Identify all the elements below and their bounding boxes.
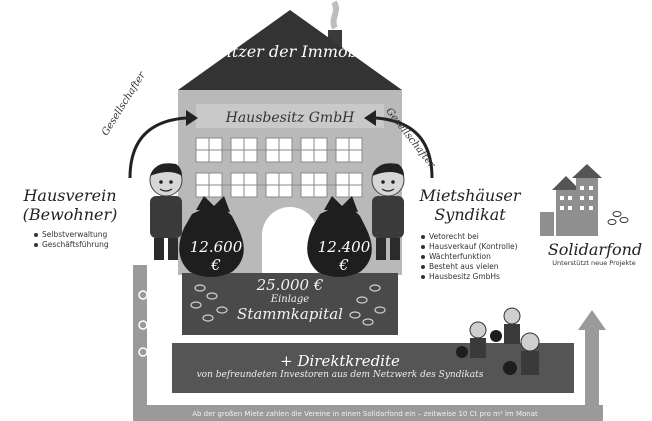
stammkapital-block: 25.000 € Einlage Stammkapital (190, 276, 390, 323)
house-roof (178, 10, 402, 90)
arrow-left-icon (128, 116, 187, 179)
list-item: Selbstverwaltung (33, 230, 109, 240)
syndikat-title: Mietshäuser Syndikat (419, 186, 521, 224)
solidarfond-title: Solidarfond (547, 240, 643, 259)
hausverein-bullets: Selbstverwaltung Geschäftsführung (33, 230, 109, 250)
direktkredite-title: + Direktkredite (280, 352, 400, 370)
list-item: Wächterfunktion (420, 252, 518, 262)
list-item: Hausverkauf (Kontrolle) (420, 242, 518, 252)
list-item: Besteht aus vielen (420, 262, 518, 272)
coin-pile-icon (190, 284, 386, 326)
direktkredite-subtitle: von befreundeten Investoren aus dem Netz… (196, 370, 484, 380)
person-right-icon (371, 163, 405, 260)
person-left-icon (149, 163, 183, 260)
stammkapital-box (182, 273, 398, 335)
hausverein-contribution-amount: 12.600 (189, 238, 243, 256)
stammkapital-amount: 25.000 € (256, 276, 324, 294)
money-bag-right-icon (307, 196, 372, 277)
syndikat-contribution-amount: 12.400 (317, 238, 371, 256)
hausverein-contribution-currency: € (211, 256, 221, 274)
list-item: Vetorecht bei (420, 232, 518, 242)
money-bag-left-icon (179, 196, 244, 277)
list-item: Geschäftsführung (33, 240, 109, 250)
stammkapital-label-small: Einlage (270, 294, 310, 305)
solidarfond-houses-icon (540, 164, 629, 236)
solidarfond-subtitle: Unterstützt neue Projekte (552, 259, 636, 267)
house-door (262, 207, 318, 275)
arrow-right-icon (375, 116, 434, 179)
direktkredite-block: + Direktkredite von befreundeten Investo… (160, 352, 520, 380)
hausverein-title: Hausverein (Bewohner) (22, 186, 118, 224)
syndikat-contribution-currency: € (339, 256, 349, 274)
owner-title: Besitzer der Immobilie (197, 42, 383, 61)
stammkapital-label: Stammkapital (237, 305, 343, 323)
smoke-icon (330, 0, 339, 30)
investors-icon (456, 307, 540, 375)
footer-text: Ab der großen Miete zahlen die Vereine i… (192, 410, 538, 418)
gmbh-title: Hausbesitz GmbH (225, 110, 355, 126)
solidarity-flow-pipe (133, 265, 606, 421)
gmbh-banner (196, 104, 384, 128)
list-item: Hausbesitz GmbHs (420, 272, 518, 282)
syndikat-bullets: Vetorecht bei Hausverkauf (Kontrolle) Wä… (420, 232, 518, 282)
